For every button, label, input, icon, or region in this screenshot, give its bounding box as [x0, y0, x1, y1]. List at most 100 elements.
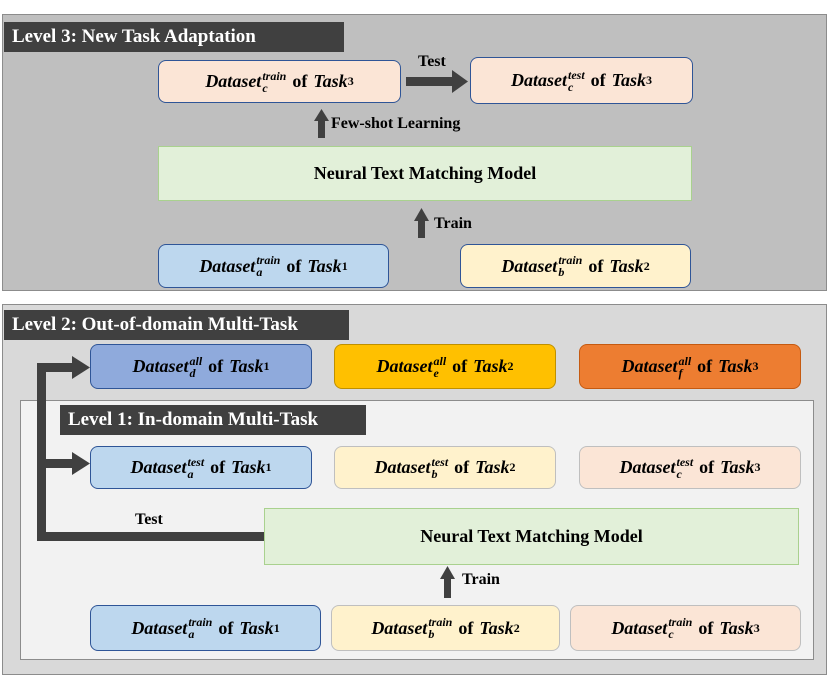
task-label: Task — [473, 356, 508, 376]
dataset-superscript: test — [431, 454, 449, 469]
dataset-subscript: b — [558, 265, 565, 279]
dataset-superscript: train — [262, 68, 287, 83]
task-number: 2 — [509, 460, 516, 474]
dataset-superscript: train — [256, 253, 281, 267]
of-text: of — [588, 255, 604, 276]
task-number: 2 — [643, 258, 650, 273]
dataset-label: Dataset — [611, 617, 668, 638]
dataset-superscript: train — [188, 615, 213, 629]
task-label: Task — [609, 255, 644, 276]
dataset-subscript: c — [567, 79, 574, 94]
dataset-label: Dataset — [371, 617, 428, 638]
level3-title: Level 3: New Task Adaptation — [4, 22, 344, 52]
dataset-subscript: b — [431, 466, 438, 481]
level1-title: Level 1: In-domain Multi-Task — [60, 405, 366, 435]
level3-fewshot-label: Few-shot Learning — [331, 115, 461, 132]
task-number: 3 — [347, 74, 354, 88]
task-number: 1 — [263, 359, 270, 373]
level3-test-label: Test — [418, 53, 446, 70]
task-number: 1 — [273, 620, 280, 635]
dataset-subscript: a — [256, 265, 263, 279]
task-number: 3 — [754, 460, 761, 474]
task-label: Task — [239, 617, 274, 638]
of-text: of — [699, 457, 715, 477]
dataset-label: Dataset — [130, 457, 187, 477]
dataset-subscript: b — [428, 627, 435, 641]
of-text: of — [292, 71, 308, 91]
dataset-superscript: all — [678, 353, 692, 368]
dataset-superscript: all — [189, 353, 203, 368]
level1-model: Neural Text Matching Model — [264, 508, 799, 565]
dataset-superscript: all — [433, 353, 447, 368]
dataset-label: Dataset — [501, 255, 558, 276]
task-label: Task — [475, 457, 510, 477]
task-label: Task — [720, 457, 755, 477]
dataset-superscript: test — [676, 454, 694, 469]
task-number: 3 — [753, 620, 760, 635]
task-number: 2 — [513, 620, 520, 635]
dataset-label: Dataset — [619, 457, 676, 477]
dataset-subscript: d — [189, 365, 196, 380]
task-label: Task — [307, 255, 342, 276]
dataset-subscript: c — [676, 466, 682, 481]
dataset-label: Dataset — [374, 457, 431, 477]
dataset-superscript: test — [567, 67, 585, 82]
dataset-subscript: f — [678, 365, 683, 380]
of-text: of — [210, 457, 226, 477]
dataset-label: Dataset — [199, 255, 256, 276]
dataset-label: Dataset — [376, 356, 433, 376]
level1-train-label: Train — [462, 571, 500, 588]
dataset-subscript: c — [668, 627, 674, 641]
dataset-label: Dataset — [132, 356, 189, 376]
of-text: of — [698, 617, 714, 638]
task-label: Task — [479, 617, 514, 638]
of-text: of — [697, 356, 713, 376]
of-text: of — [454, 457, 470, 477]
of-text: of — [208, 356, 224, 376]
level3-model: Neural Text Matching Model — [158, 146, 692, 201]
dataset-label: Dataset — [205, 71, 262, 91]
level1-test-label: Test — [135, 511, 163, 528]
dataset-superscript: train — [668, 615, 693, 629]
dataset-subscript: e — [433, 365, 439, 380]
dataset-subscript: a — [187, 466, 194, 481]
dataset-superscript: train — [428, 615, 453, 629]
task-number: 2 — [507, 359, 514, 373]
dataset-subscript: c — [262, 80, 268, 95]
dataset-superscript: test — [187, 454, 205, 469]
task-label: Task — [719, 617, 754, 638]
dataset-superscript: train — [558, 253, 583, 267]
task-number: 1 — [265, 460, 272, 474]
task-label: Task — [231, 457, 266, 477]
task-number: 3 — [646, 73, 653, 87]
dataset-subscript: a — [188, 627, 195, 641]
task-number: 3 — [752, 359, 759, 373]
of-text: of — [218, 617, 234, 638]
dataset-label: Dataset — [131, 617, 188, 638]
of-text: of — [590, 70, 606, 90]
of-text: of — [286, 255, 302, 276]
task-number: 1 — [341, 258, 348, 273]
dataset-label: Dataset — [510, 70, 567, 90]
task-label: Task — [313, 71, 348, 91]
task-label: Task — [611, 70, 647, 90]
level2-title: Level 2: Out-of-domain Multi-Task — [4, 310, 349, 340]
of-text: of — [458, 617, 474, 638]
of-text: of — [452, 356, 468, 376]
task-label: Task — [229, 356, 264, 376]
task-label: Task — [718, 356, 753, 376]
level3-train-label: Train — [434, 215, 472, 232]
